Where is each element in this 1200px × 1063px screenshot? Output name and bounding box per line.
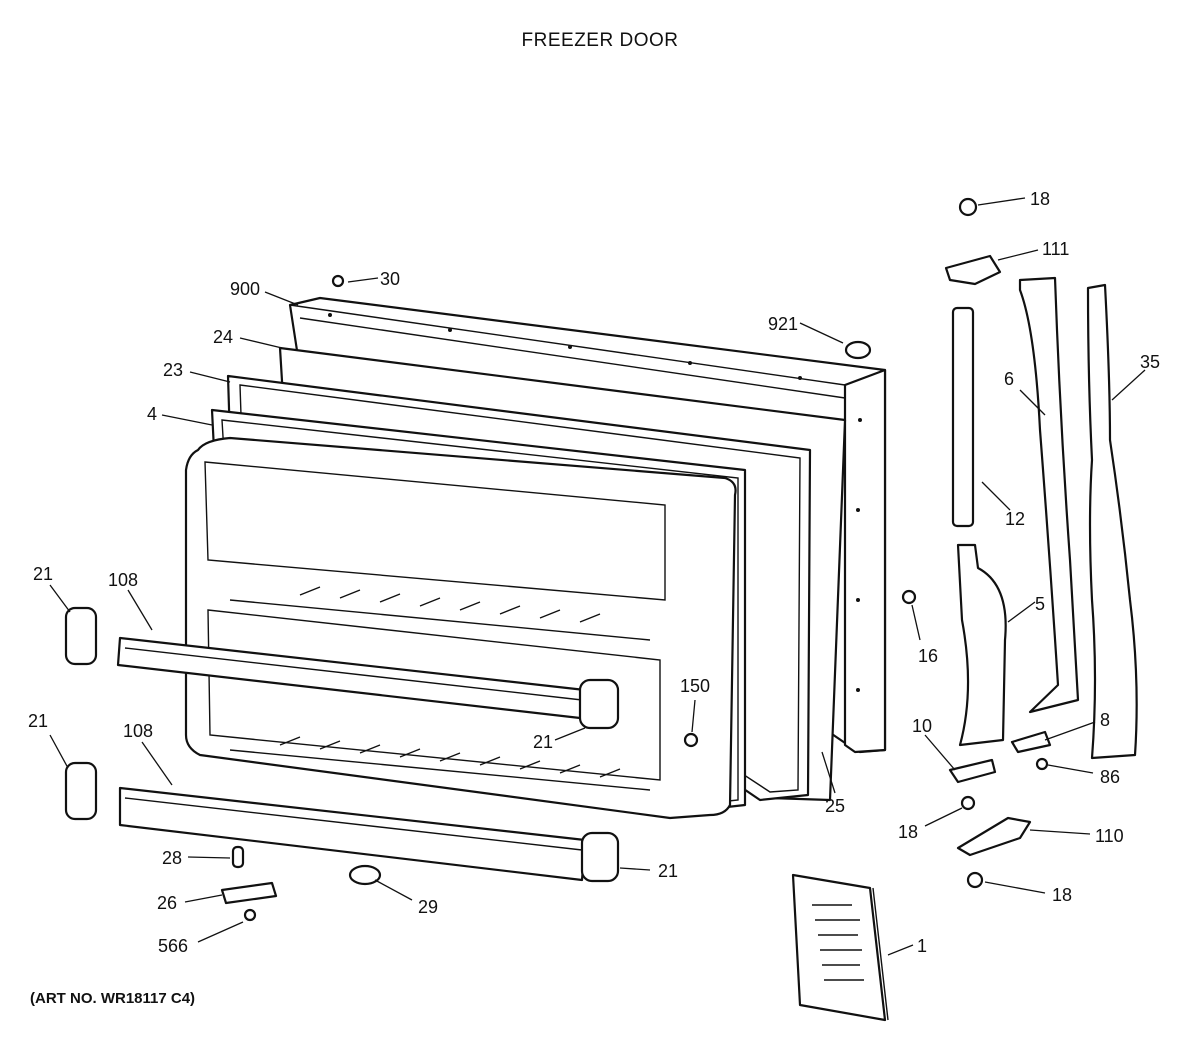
hinge-111 — [944, 254, 1002, 286]
shelf-bar-lower — [118, 786, 587, 882]
cover-5 — [956, 543, 1007, 747]
screw-30 — [331, 274, 345, 288]
callout-111: 111 — [1042, 239, 1069, 259]
callout-921: 921 — [768, 314, 798, 334]
callout-566: 566 — [158, 936, 188, 956]
screw-16 — [901, 589, 917, 605]
callout-5: 5 — [1035, 594, 1045, 614]
hinge-bracket-12 — [951, 306, 975, 528]
callout-23: 23 — [163, 360, 183, 380]
callout-18: 18 — [898, 822, 918, 842]
bracket-10 — [948, 758, 997, 784]
callout-26: 26 — [157, 893, 177, 913]
screw-86 — [1035, 757, 1049, 771]
callout-150: 150 — [680, 676, 710, 696]
end-cap-21-right-lower — [580, 831, 620, 883]
callout-25: 25 — [825, 796, 845, 816]
callout-4: 4 — [147, 404, 157, 424]
screw-566 — [243, 908, 257, 922]
instruction-booklet-1 — [791, 873, 889, 1022]
callout-18: 18 — [1052, 885, 1072, 905]
callout-18: 18 — [1030, 189, 1050, 209]
diagram-title: FREEZER DOOR — [521, 30, 679, 51]
inner-door-liner — [184, 436, 737, 820]
callout-16: 16 — [918, 646, 938, 666]
gasket-35 — [1086, 283, 1138, 760]
hinge-110 — [956, 816, 1032, 857]
callout-1: 1 — [917, 936, 927, 956]
callout-21: 21 — [33, 564, 53, 584]
plug-29 — [348, 864, 382, 886]
plate-26 — [220, 881, 278, 905]
callout-108: 108 — [123, 721, 153, 741]
end-cap-21-right-upper — [578, 678, 620, 730]
plate-8 — [1010, 730, 1052, 754]
callout-30: 30 — [380, 269, 400, 289]
screw-18-mid — [960, 795, 976, 811]
callout-12: 12 — [1005, 509, 1025, 529]
callout-10: 10 — [912, 716, 932, 736]
callout-110: 110 — [1095, 826, 1124, 846]
strip-6 — [1018, 276, 1080, 714]
callout-86: 86 — [1100, 767, 1120, 787]
end-cap-21-left-lower — [64, 761, 98, 821]
callout-labels: 18 111 30 900 921 24 23 4 6 35 12 16 5 2… — [28, 189, 1160, 956]
callout-21: 21 — [28, 711, 48, 731]
callout-8: 8 — [1100, 710, 1110, 730]
plug-921 — [844, 340, 872, 360]
callout-900: 900 — [230, 279, 260, 299]
art-number: (ART NO. WR18117 C4) — [30, 990, 196, 1007]
pin-28 — [231, 845, 245, 869]
callout-6: 6 — [1004, 369, 1014, 389]
callout-24: 24 — [213, 327, 233, 347]
screw-18-top — [958, 197, 978, 217]
callout-29: 29 — [418, 897, 438, 917]
callout-21: 21 — [533, 732, 553, 752]
callout-28: 28 — [162, 848, 182, 868]
end-cap-21-left-upper — [64, 606, 98, 666]
callout-108: 108 — [108, 570, 138, 590]
screw-18-bottom — [966, 871, 984, 889]
screw-150 — [683, 732, 699, 748]
callout-35: 35 — [1140, 352, 1160, 372]
leader-lines — [49, 197, 1146, 956]
callout-21: 21 — [658, 861, 678, 881]
